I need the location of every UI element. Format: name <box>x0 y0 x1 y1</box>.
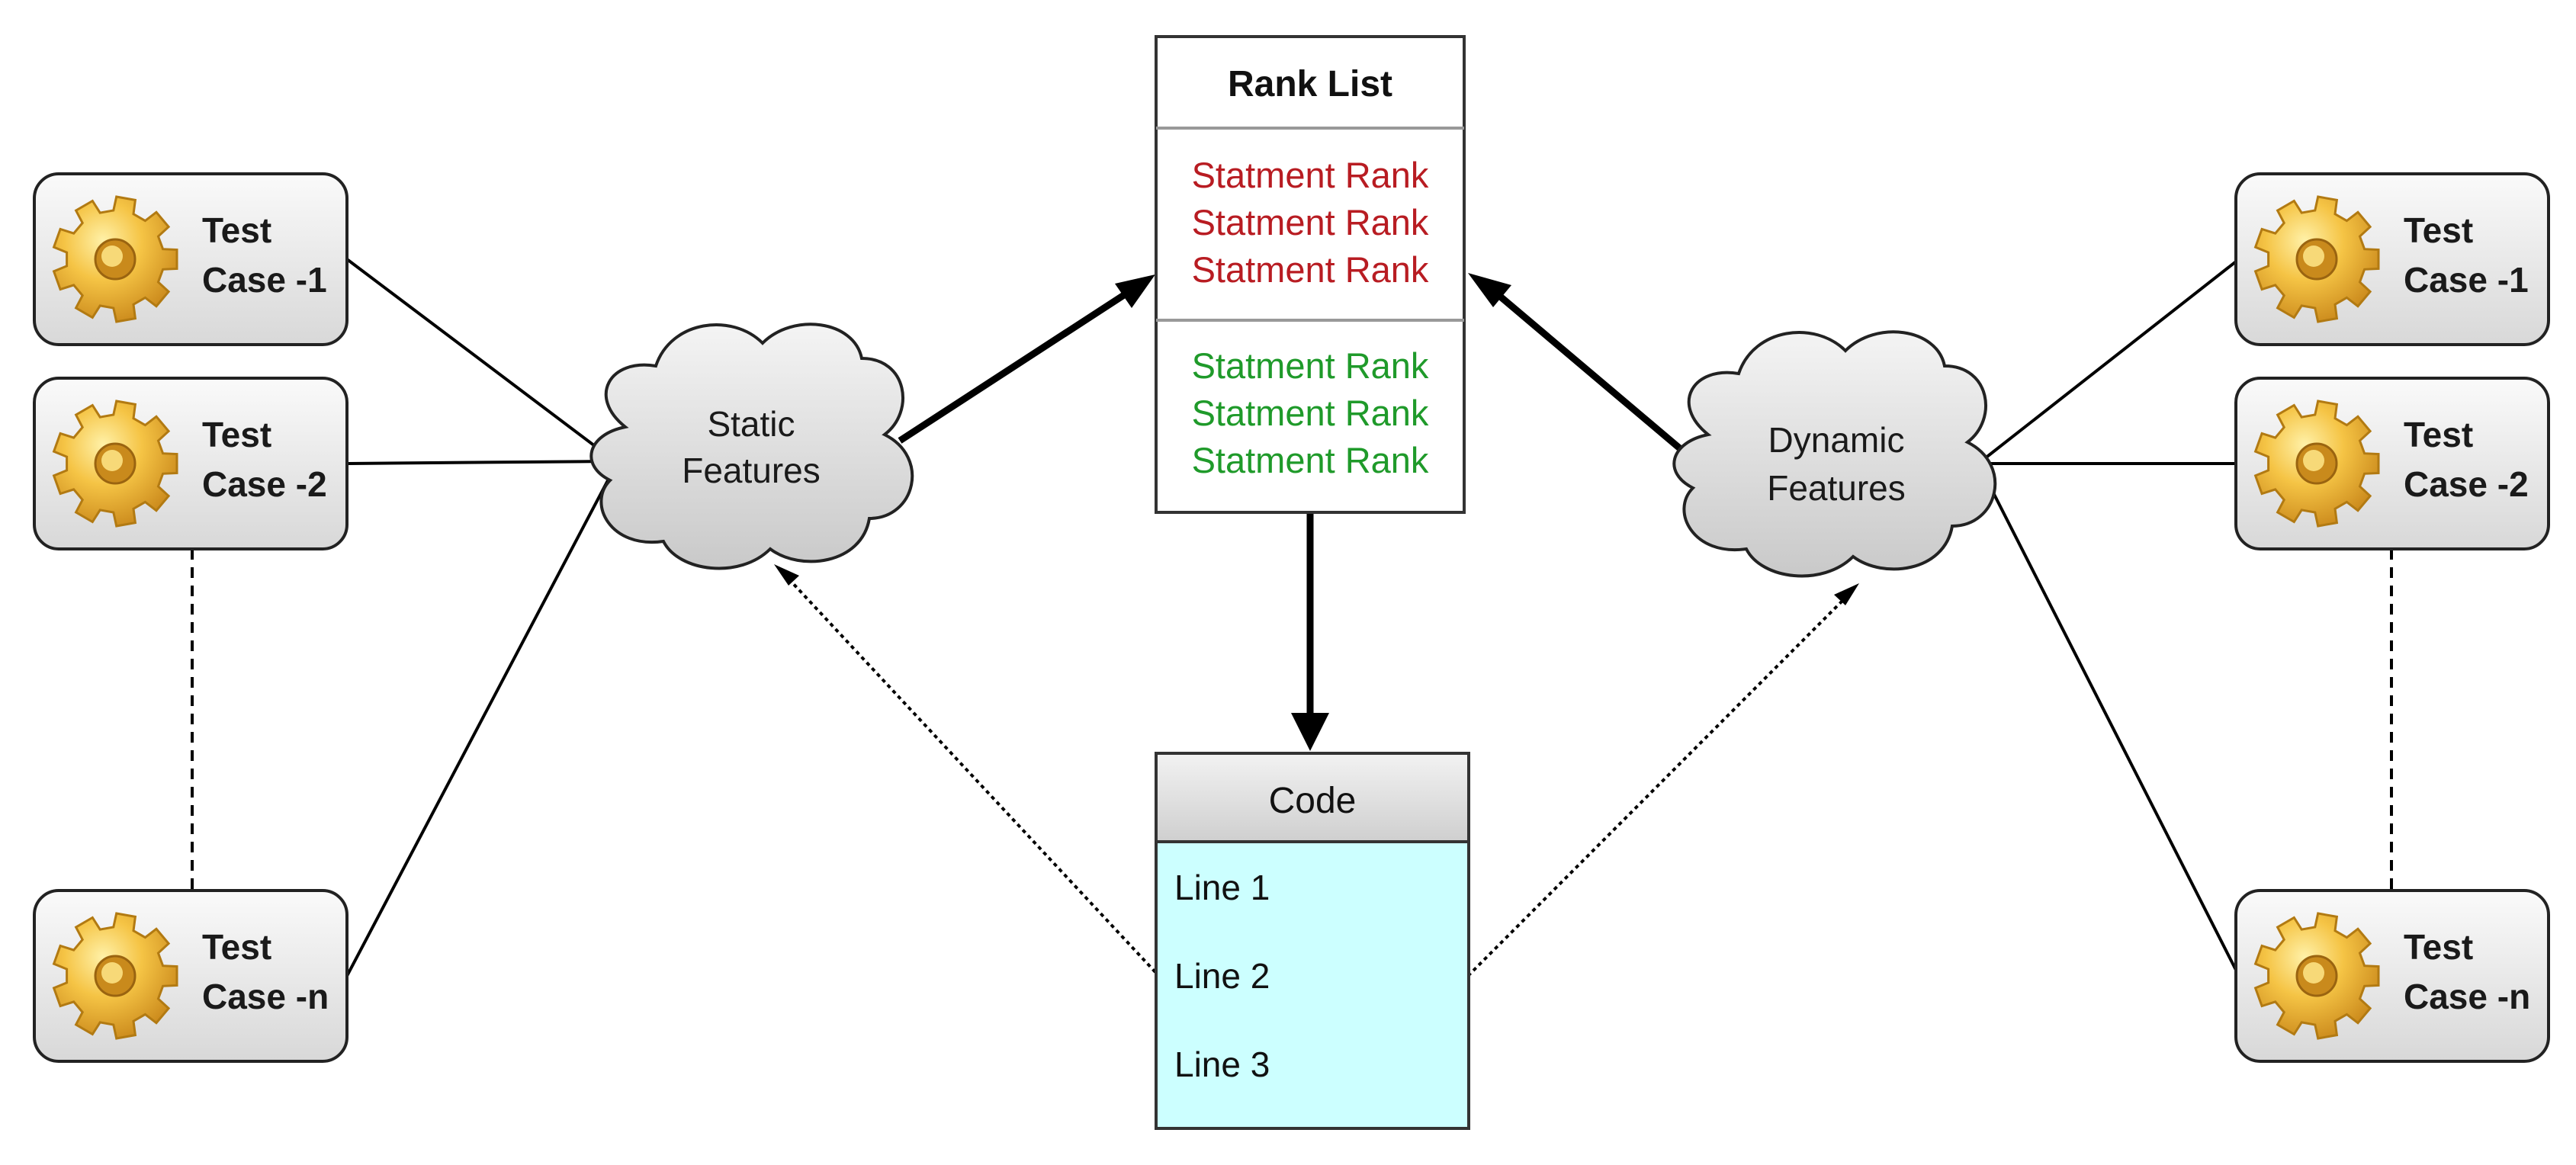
rank-list-title: Rank List <box>1228 64 1392 104</box>
test-case-label-line1: Test <box>2404 927 2473 967</box>
connector-tcn-dynamic <box>1980 468 2240 977</box>
gear-icon <box>2253 400 2380 528</box>
connector-tc1-static <box>345 258 612 459</box>
static-features-label-line2: Features <box>682 451 821 490</box>
gear-icon <box>2253 912 2380 1040</box>
dotted-arrowhead-dynamic <box>1834 583 1859 605</box>
test-case-label-line2: Case -1 <box>2404 260 2529 300</box>
dynamic-features-label-line2: Features <box>1767 468 1906 508</box>
gear-icon <box>2253 195 2380 323</box>
test-case-label-line2: Case -2 <box>2404 464 2529 504</box>
dotted-arrow-code-to-static <box>788 578 1157 974</box>
arrowhead-static-to-rank <box>1115 274 1155 308</box>
code-line-3: Line 3 <box>1174 1045 1270 1084</box>
test-case-label-line1: Test <box>202 210 271 250</box>
arrowhead-rank-to-code <box>1291 713 1329 751</box>
code-title: Code <box>1269 781 1357 821</box>
static-features-label-line1: Static <box>707 404 795 444</box>
test-case-label-line2: Case -2 <box>202 464 327 504</box>
static-features-cloud: Static Features <box>589 323 914 570</box>
test-case-label-line2: Case -n <box>2404 977 2530 1016</box>
dotted-arrowhead-static <box>774 564 799 586</box>
test-case-label-line1: Test <box>2404 415 2473 454</box>
code-line-2: Line 2 <box>1174 956 1270 996</box>
test-case-label-line2: Case -1 <box>202 260 327 300</box>
arrow-dynamic-to-rank <box>1481 279 1718 482</box>
gear-icon <box>52 195 178 323</box>
rank-list-box: Rank List Statment Rank Statment Rank St… <box>1155 35 1466 514</box>
arrowhead-dynamic-to-rank <box>1468 273 1511 307</box>
rank-item-top-3: Statment Rank <box>1192 249 1429 290</box>
gear-icon <box>52 400 178 528</box>
connector-tc1-dynamic <box>1980 258 2240 463</box>
arrow-static-to-rank <box>898 279 1146 444</box>
rank-item-bottom-2: Statment Rank <box>1192 393 1429 433</box>
rank-item-top-1: Statment Rank <box>1192 155 1429 195</box>
rank-item-top-2: Statment Rank <box>1192 202 1429 242</box>
gear-icon <box>52 912 178 1040</box>
test-case-label-line1: Test <box>202 927 271 967</box>
rank-item-bottom-3: Statment Rank <box>1192 440 1429 480</box>
connector-tc2-static <box>346 460 611 465</box>
connector-tcn-static <box>345 468 615 977</box>
dynamic-features-label-line1: Dynamic <box>1768 420 1905 460</box>
test-case-label-line1: Test <box>202 415 271 454</box>
dotted-arrow-code-to-dynamic <box>1466 598 1845 977</box>
code-line-1: Line 1 <box>1174 868 1270 907</box>
dynamic-features-cloud: Dynamic Features <box>1672 330 1997 578</box>
code-box: Code Line 1 Line 2 Line 3 <box>1155 752 1470 1130</box>
test-case-label-line1: Test <box>2404 210 2473 250</box>
test-case-label-line2: Case -n <box>202 977 329 1016</box>
rank-item-bottom-1: Statment Rank <box>1192 345 1429 386</box>
